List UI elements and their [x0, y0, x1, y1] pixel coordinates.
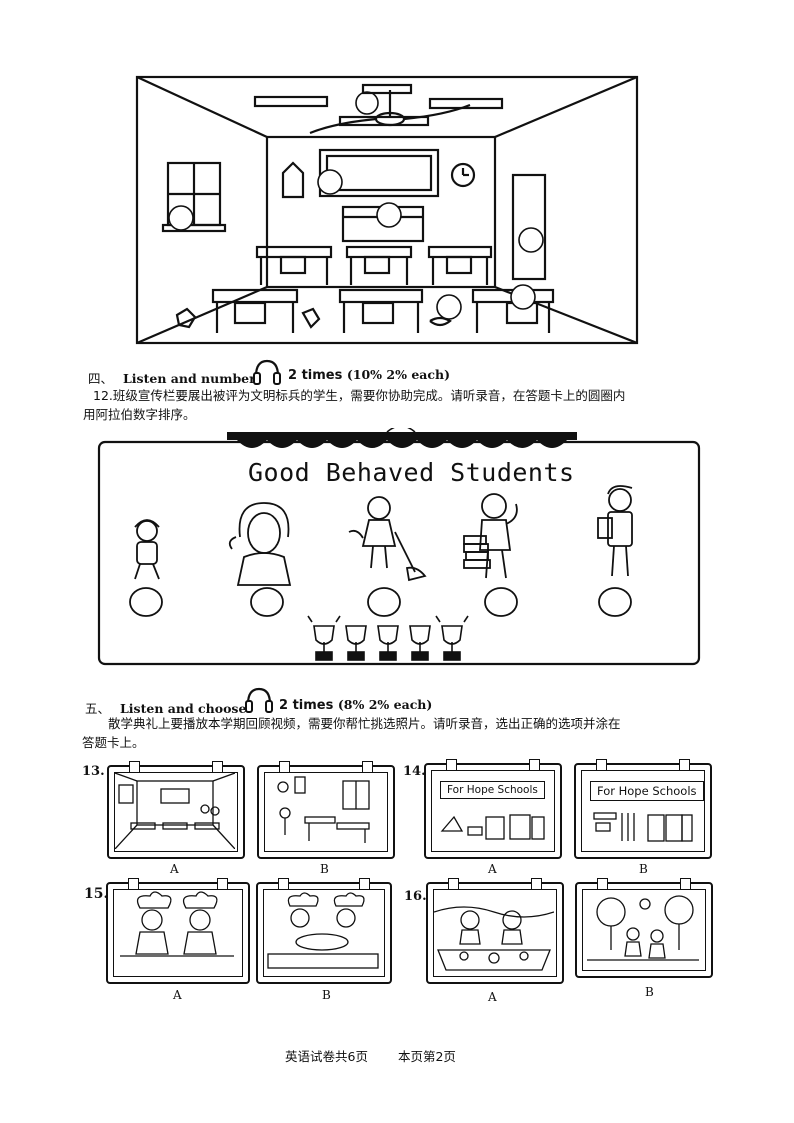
footer-total-pages: 英语试卷共6页: [285, 1049, 368, 1064]
answer-circle-2: [250, 587, 284, 617]
notice-board-frame: [97, 428, 701, 666]
answer-circle-3: [367, 587, 401, 617]
question-16-option-b-photo[interactable]: [575, 878, 713, 978]
footer-current-page: 本页第2页: [397, 1049, 456, 1064]
section-5-title: Listen and choose.: [120, 701, 251, 716]
question-13-option-a-photo[interactable]: [107, 761, 245, 859]
question-16-option-a-photo[interactable]: [426, 878, 564, 984]
stationery-icon: [440, 814, 545, 840]
question-16-option-b-label[interactable]: B: [645, 985, 654, 999]
question-16-number: 16.: [404, 889, 427, 904]
instruction-line-2: 答题卡上。: [82, 735, 145, 750]
headphones-icon: [253, 359, 281, 385]
page-footer: 英语试卷共6页 本页第2页: [285, 1046, 456, 1065]
question-13-option-a-label[interactable]: A: [170, 862, 179, 876]
instruction-line-1: 12.班级宣传栏要展出被评为文明标兵的学生，需要你协助完成。请听录音，在答题卡上…: [93, 388, 626, 403]
instruction-line-1: 散学典礼上要播放本学期回顾视频，需要你帮忙挑选照片。请听录音，选出正确的选项并涂…: [108, 716, 621, 731]
picnic-photo: [433, 906, 555, 971]
cooking-photo: [120, 891, 234, 957]
section-5-number: 五、: [85, 701, 111, 716]
section-4-scoring: (10% 2% each): [346, 367, 451, 382]
headphones-icon: [245, 687, 273, 713]
section-4-times: 2 times (10% 2% each): [288, 367, 450, 383]
section-5-scoring: (8% 2% each): [337, 697, 433, 712]
question-15-option-a-label[interactable]: A: [173, 988, 182, 1002]
answer-circle-5: [598, 587, 632, 617]
answer-circle-4: [484, 587, 518, 617]
student-icon: [228, 502, 292, 586]
classroom-illustration: [135, 75, 639, 345]
question-15-number: 15.: [84, 886, 109, 902]
question-14-option-a-label[interactable]: A: [488, 862, 497, 876]
stationery-icon: [593, 812, 693, 842]
student-icon: [134, 519, 160, 580]
question-13-option-b-photo[interactable]: [257, 761, 395, 859]
board-title: Good Behaved Students: [248, 458, 575, 487]
section-5-times-label: 2 times: [279, 698, 334, 713]
classroom-photo: [114, 772, 236, 850]
section-4-instruction: 12.班级宣传栏要展出被评为文明标兵的学生，需要你协助完成。请听录音，在答题卡上…: [83, 386, 723, 424]
section-5-heading: 五、 Listen and choose.: [85, 698, 251, 717]
section-5-times: 2 times (8% 2% each): [279, 697, 432, 713]
section-5-instruction: 散学典礼上要播放本学期回顾视频，需要你帮忙挑选照片。请听录音，选出正确的选项并涂…: [82, 714, 722, 752]
park-photo: [587, 895, 699, 961]
classroom-photo: [277, 776, 370, 843]
question-14-option-b-label[interactable]: B: [639, 862, 648, 876]
section-4-heading: 四、 Listen and number.: [88, 368, 259, 387]
question-13-number: 13.: [82, 764, 105, 779]
instruction-line-2: 用阿拉伯数字排序。: [83, 407, 196, 422]
cooking-photo: [267, 892, 379, 969]
answer-circles: [129, 587, 632, 617]
student-icon: [463, 493, 518, 579]
section-4-times-label: 2 times: [288, 368, 343, 383]
question-14-number: 14.: [403, 764, 426, 779]
answer-circle-1: [129, 587, 163, 617]
question-13-option-b-label[interactable]: B: [320, 862, 329, 876]
section-4-title: Listen and number.: [123, 371, 259, 386]
student-icon: [348, 496, 427, 582]
section-4-number: 四、: [88, 371, 114, 386]
student-icon: [597, 485, 633, 577]
question-14-option-b-photo[interactable]: For Hope Schools: [574, 759, 712, 859]
trophy-icon: [307, 615, 469, 661]
question-16-option-a-label[interactable]: A: [488, 990, 497, 1004]
question-15-option-b-label[interactable]: B: [322, 988, 331, 1002]
question-14-option-a-photo[interactable]: For Hope Schools: [424, 759, 562, 859]
question-15-option-a-photo[interactable]: [106, 878, 250, 984]
question-14-option-a-sign: For Hope Schools: [440, 781, 545, 799]
question-15-option-b-photo[interactable]: [256, 878, 392, 984]
question-14-option-b-sign: For Hope Schools: [590, 781, 704, 801]
